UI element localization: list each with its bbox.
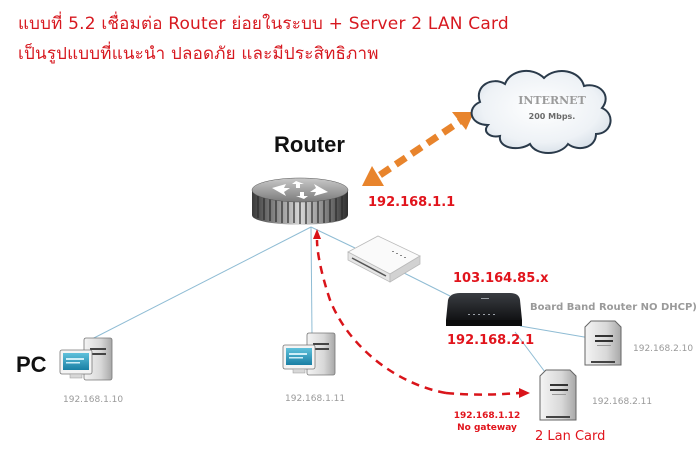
internet-bandwidth: 200 Mbps. xyxy=(528,112,576,121)
server-2lan-caption: 2 Lan Card xyxy=(535,429,606,444)
network-links xyxy=(87,226,591,373)
internet-link-arrow xyxy=(362,112,474,186)
server-2lan-ip-line1: 192.168.1.12 xyxy=(453,411,521,421)
server-icon xyxy=(539,369,577,421)
link-broadband-server1 xyxy=(519,325,591,339)
cloud-icon xyxy=(470,69,612,154)
internet-label: INTERNET xyxy=(518,94,586,107)
server-ip: 192.168.2.11 xyxy=(592,397,653,407)
pc-ip: 192.168.1.11 xyxy=(285,394,346,404)
router-icon xyxy=(251,177,349,225)
server-ip: 192.168.2.10 xyxy=(633,344,694,354)
link-router-pc2 xyxy=(310,226,313,336)
broadband-router-note: Board Band Router NO DHCP) xyxy=(530,302,697,313)
broadband-lan-ip: 192.168.2.1 xyxy=(447,333,535,348)
link-switch-broadband xyxy=(401,271,451,297)
arrowhead-internet-side xyxy=(452,112,474,130)
server-icon xyxy=(584,320,622,366)
server-2lan-gateway-note: No gateway xyxy=(457,423,517,433)
broadband-router-icon xyxy=(446,293,522,326)
arrowhead-router-end xyxy=(313,229,321,239)
broadband-wan-ip: 103.164.85.x xyxy=(453,271,549,286)
diagram-title-line-2: เป็นรูปแบบที่แนะนำ ปลอดภัย และมีประสิทธิ… xyxy=(18,44,379,64)
pc-icon xyxy=(59,337,113,381)
arrowhead-router-side xyxy=(362,166,384,186)
link-router-pc1 xyxy=(87,226,312,342)
switch-icon xyxy=(347,235,421,283)
pc-ip: 192.168.1.10 xyxy=(63,395,124,405)
link-router-switch xyxy=(310,226,356,249)
pc-group-label: PC xyxy=(16,352,47,377)
link-broadband-server3 xyxy=(514,331,546,373)
router-ip: 192.168.1.1 xyxy=(368,195,456,210)
router-label: Router xyxy=(274,132,345,157)
arrowhead-server-end xyxy=(519,388,530,398)
server-2lan-ip: 192.168.1.12 No gateway xyxy=(452,410,522,434)
pc-icon xyxy=(282,332,336,376)
diagram-title-line-1: แบบที่ 5.2 เชื่อมต่อ Router ย่อยในระบบ +… xyxy=(18,14,509,34)
secondary-lan-path xyxy=(313,229,530,398)
